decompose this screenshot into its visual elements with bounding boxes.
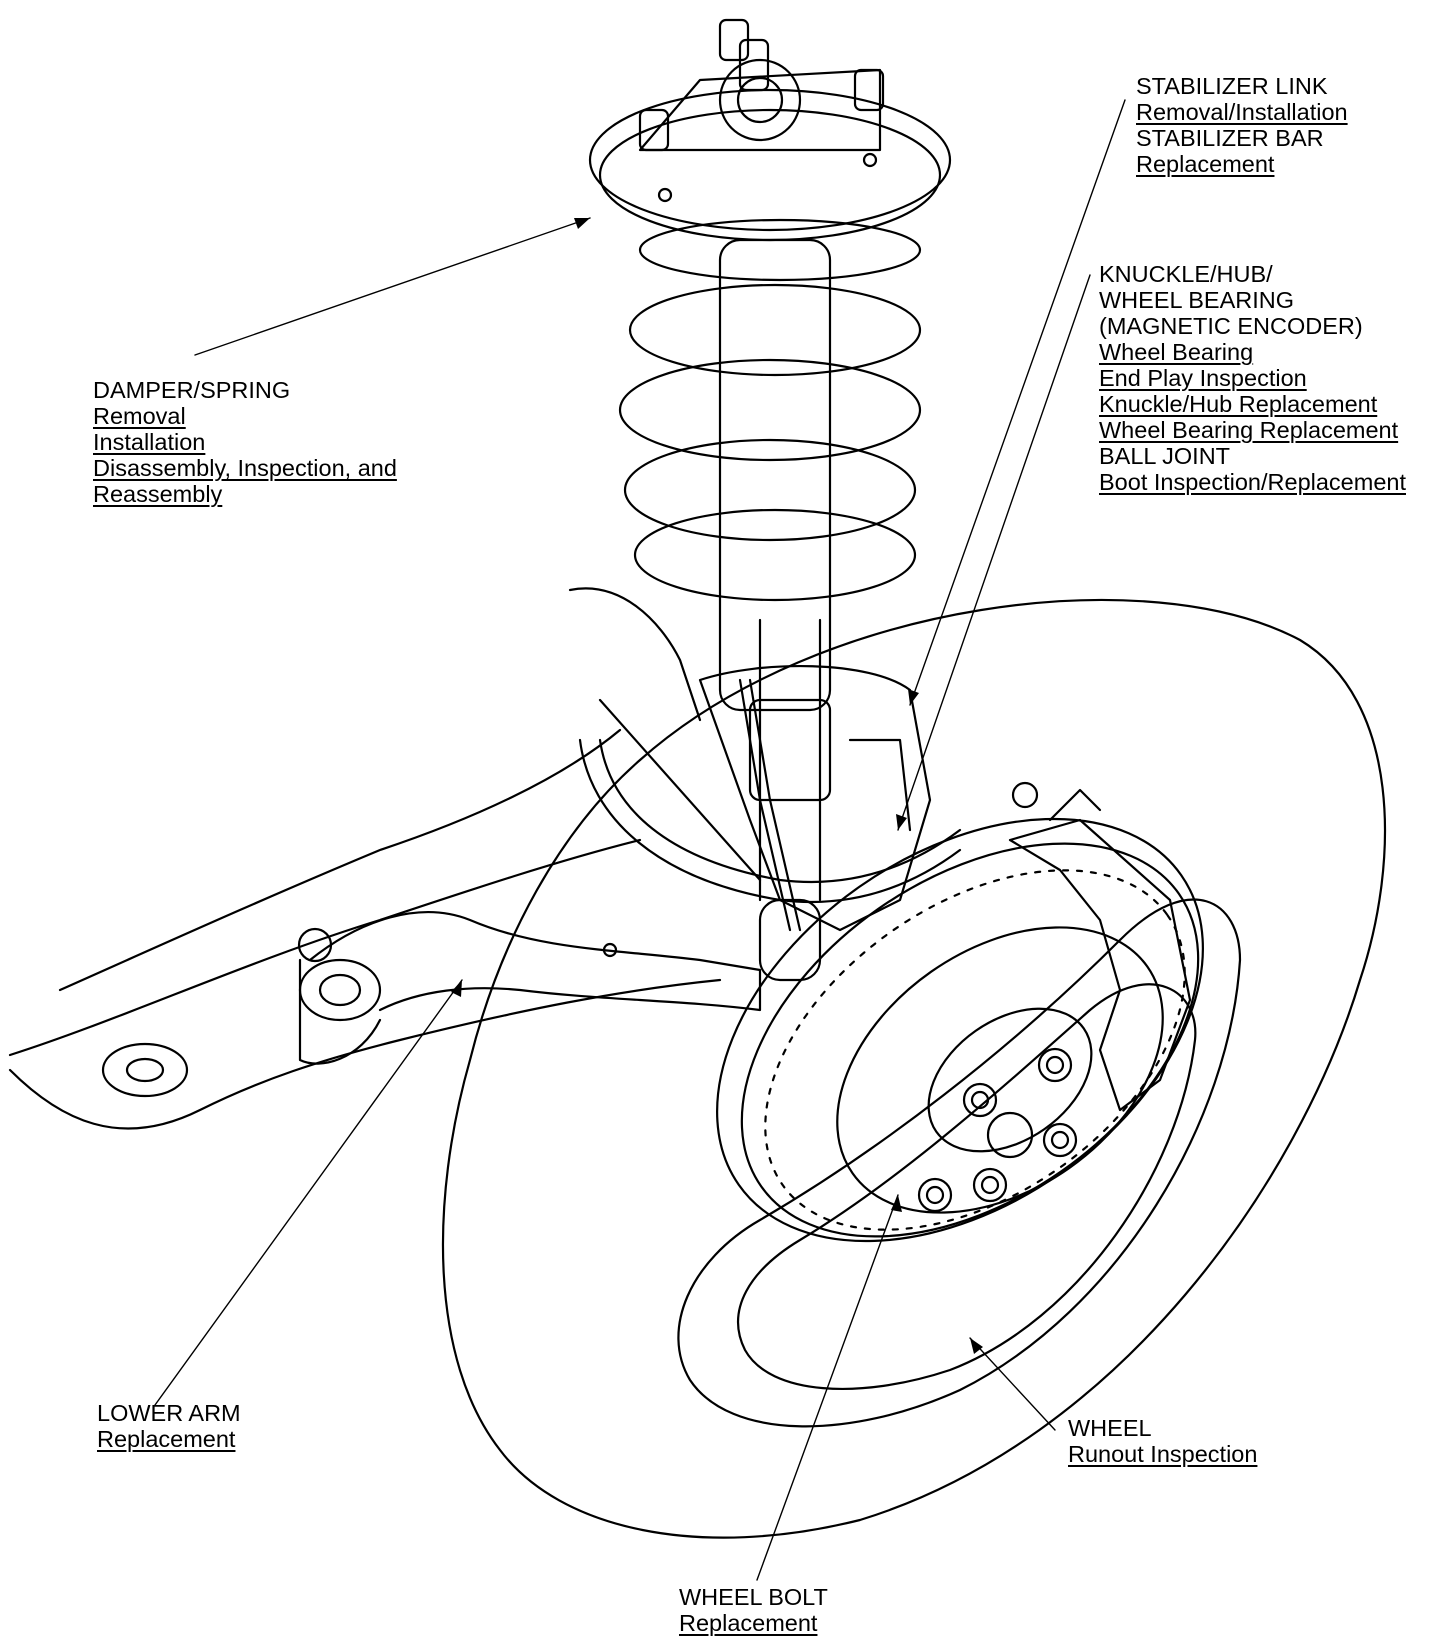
knuckle-heading-3: (MAGNETIC ENCODER) (1099, 313, 1363, 339)
knuckle-heading-2: WHEEL BEARING (1099, 287, 1294, 313)
wheel-runout-link[interactable]: Runout Inspection (1068, 1441, 1258, 1467)
lower-arm-replacement-link[interactable]: Replacement (97, 1426, 236, 1452)
stabilizer-link-removal-link[interactable]: Removal/Installation (1136, 99, 1348, 125)
boot-inspection-link[interactable]: Boot Inspection/Replacement (1099, 469, 1406, 495)
wheel-bolt-heading: WHEEL BOLT (679, 1584, 828, 1610)
lower-arm-callout: LOWER ARM Replacement (97, 1400, 241, 1452)
stabilizer-callout: STABILIZER LINK Removal/Installation STA… (1136, 73, 1348, 177)
wheel-bearing-link[interactable]: Wheel Bearing (1099, 339, 1254, 365)
upper-mount-drawing (588, 18, 952, 242)
wheel-callout: WHEEL Runout Inspection (1068, 1415, 1257, 1467)
lower-arm-drawing (297, 911, 762, 1065)
ball-joint-heading: BALL JOINT (1099, 443, 1231, 469)
tire-drawing (441, 598, 1387, 1539)
wheel-heading: WHEEL (1068, 1415, 1152, 1441)
brake-disc-drawing (716, 817, 1204, 1243)
damper-removal-link[interactable]: Removal (93, 403, 186, 429)
stabilizer-link-heading: STABILIZER LINK (1136, 73, 1328, 99)
damper-spring-heading: DAMPER/SPRING (93, 377, 291, 403)
wheel-bolt-replacement-link[interactable]: Replacement (679, 1610, 818, 1636)
knuckle-callout: KNUCKLE/HUB/ WHEEL BEARING (MAGNETIC ENC… (1099, 261, 1406, 495)
wheel-bearing-replacement-link[interactable]: Wheel Bearing Replacement (1099, 417, 1399, 443)
knuckle-heading-1: KNUCKLE/HUB/ (1099, 261, 1273, 287)
damper-disassembly-link[interactable]: Disassembly, Inspection, and (93, 455, 397, 481)
subframe-drawing (8, 587, 722, 1130)
wheel-bolt-callout: WHEEL BOLT Replacement (679, 1584, 828, 1636)
damper-reassembly-link[interactable]: Reassembly (93, 481, 223, 507)
strut-drawing (718, 238, 832, 902)
leader-lines (154, 99, 1126, 1581)
knuckle-hub-replacement-link[interactable]: Knuckle/Hub Replacement (1099, 391, 1378, 417)
coil-spring-drawing (618, 218, 922, 602)
damper-callout: DAMPER/SPRING Removal Installation Disas… (93, 377, 397, 507)
leader-arrowheads (451, 218, 983, 1354)
caliper-drawing (1008, 781, 1192, 1112)
damper-installation-link[interactable]: Installation (93, 429, 206, 455)
stabilizer-bar-heading: STABILIZER BAR (1136, 125, 1324, 151)
end-play-inspection-link[interactable]: End Play Inspection (1099, 365, 1307, 391)
lower-arm-heading: LOWER ARM (97, 1400, 241, 1426)
knuckle-drawing (698, 664, 932, 982)
hose-drawing (578, 678, 962, 932)
stabilizer-bar-replacement-link[interactable]: Replacement (1136, 151, 1275, 177)
